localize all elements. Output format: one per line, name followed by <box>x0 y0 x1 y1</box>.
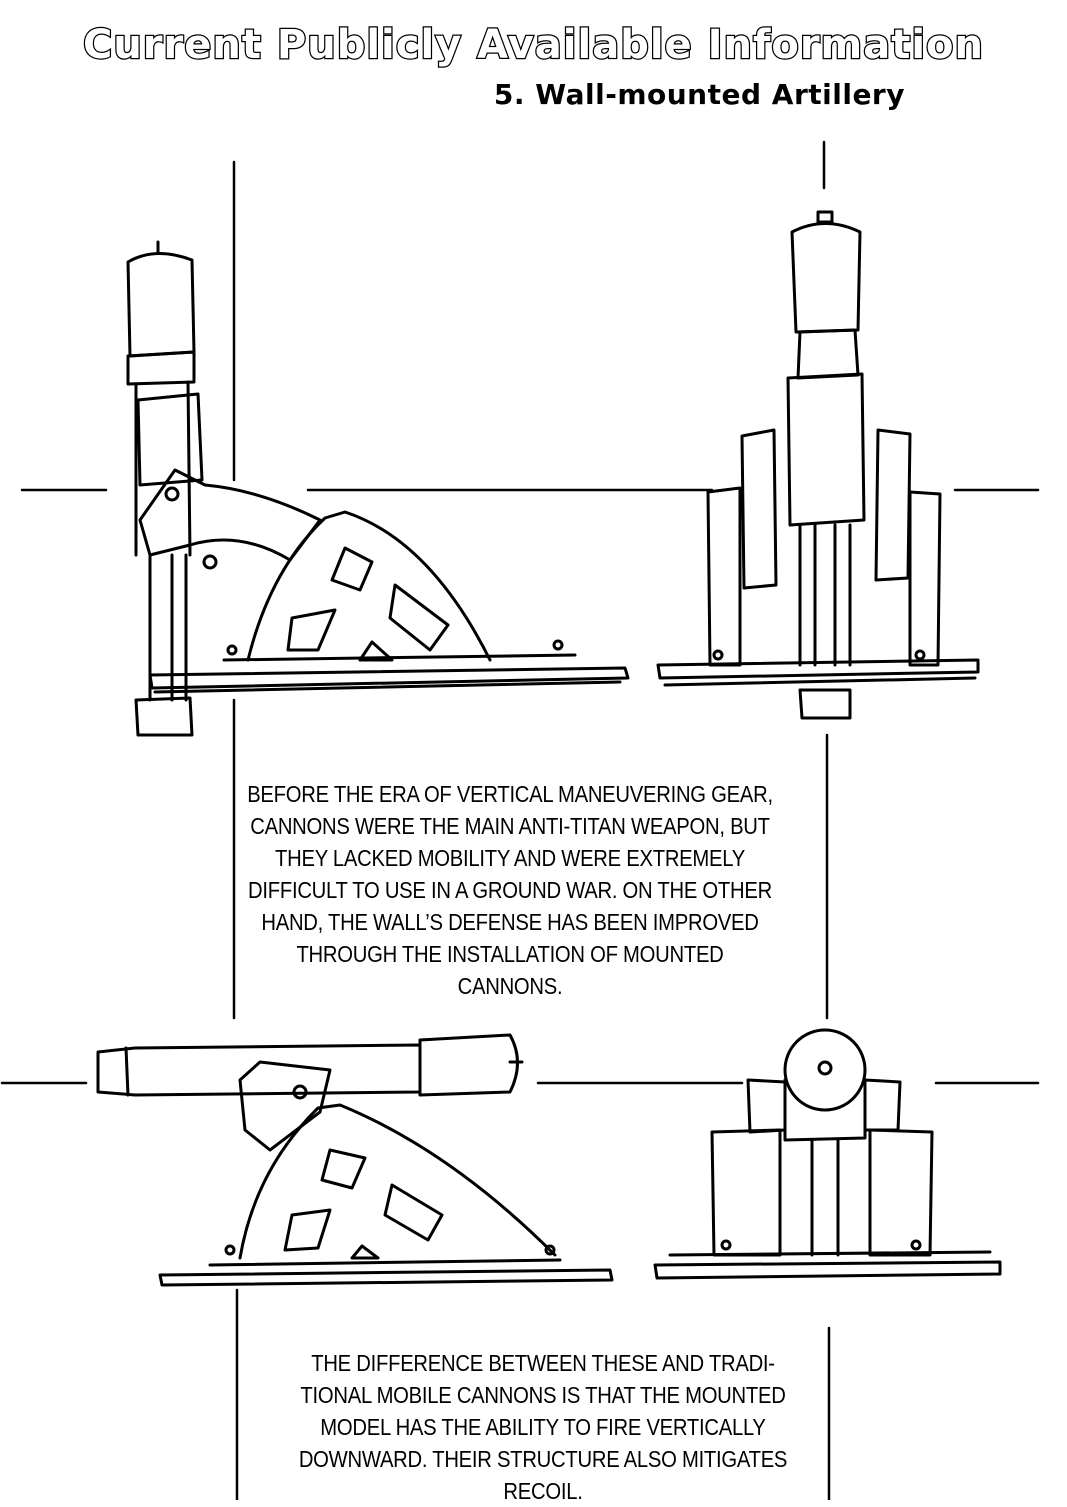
cannon-side-horizontal-illustration <box>98 1035 612 1285</box>
caption-history: BEFORE THE ERA OF VERTICAL MANEUVERING G… <box>247 781 773 999</box>
cannon-front-horizontal-illustration <box>655 1030 1000 1278</box>
page-subtitle: 5. Wall-mounted Artillery <box>493 78 905 111</box>
cannon-side-vertical-illustration <box>128 242 628 735</box>
caption-difference: THE DIFFERENCE BETWEEN THESE AND TRADI-T… <box>298 1350 788 1504</box>
cannon-front-vertical-illustration <box>658 212 978 718</box>
guide-lines <box>2 142 1038 1500</box>
page-title: Current Publicly Available Information <box>82 21 985 70</box>
